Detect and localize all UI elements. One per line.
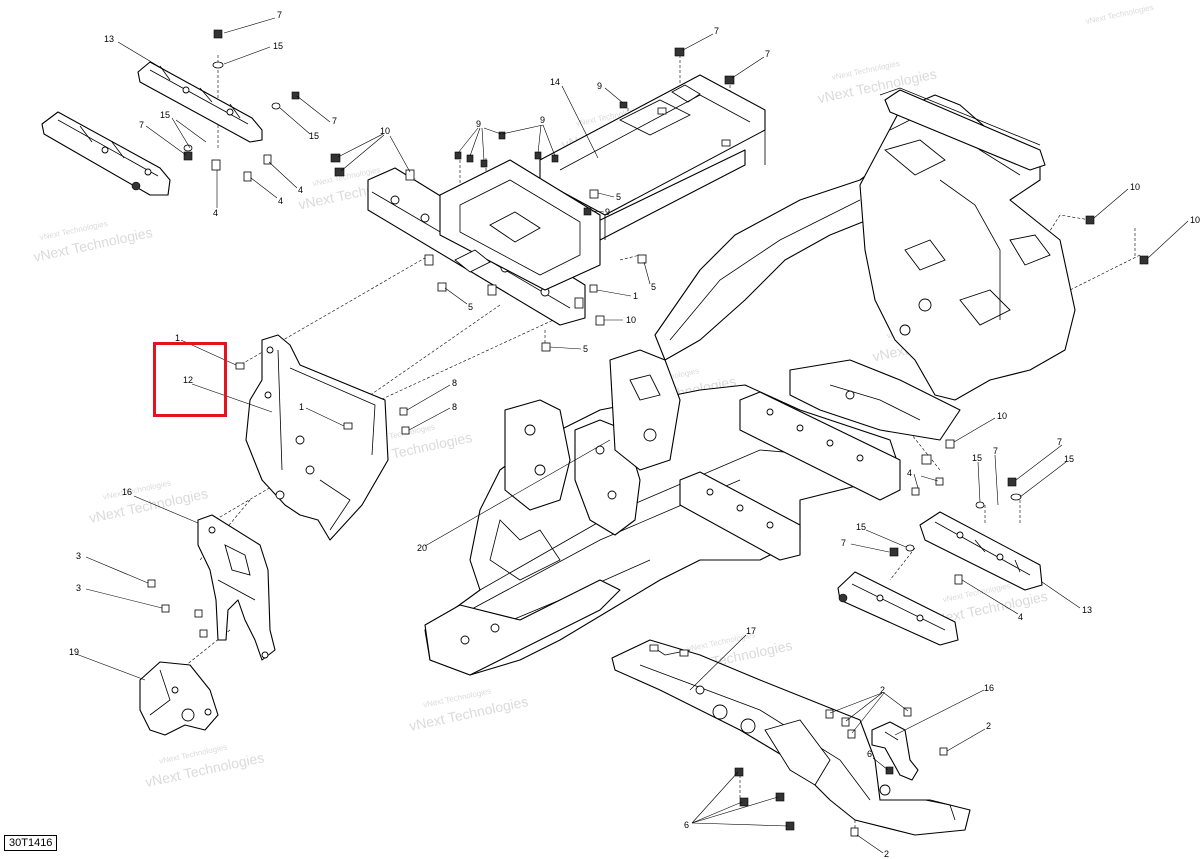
callout-7: 7 (277, 10, 282, 20)
callout-16: 16 (122, 487, 132, 497)
callout-labels: 7 15 13 7 15 15 7 4 4 4 14 7 7 9 9 9 10 … (69, 10, 1200, 859)
callout-7: 7 (714, 26, 719, 36)
callout-5: 5 (616, 192, 621, 202)
part-14-upper-frame (539, 74, 766, 241)
callout-10: 10 (997, 411, 1007, 421)
callout-4: 4 (907, 468, 912, 478)
callout-7: 7 (993, 446, 998, 456)
callout-7: 7 (332, 116, 337, 126)
part-19-bracket (139, 661, 219, 736)
callout-17: 15 (309, 131, 319, 141)
callout-9: 9 (476, 119, 481, 129)
callout-17: 15 (273, 41, 283, 51)
callout-12: 12 (183, 375, 193, 385)
callout-7: 7 (1057, 437, 1062, 447)
callout-10: 10 (1190, 215, 1200, 225)
callout-2: 2 (884, 849, 889, 859)
leader-lines (75, 17, 1189, 854)
part-16-bracket (147, 514, 276, 661)
callout-9: 9 (605, 207, 610, 217)
part-13-upper-arm (137, 61, 263, 143)
part-15-bracket (871, 721, 919, 781)
callout-9: 9 (540, 115, 545, 125)
callout-5: 5 (468, 302, 473, 312)
callout-14: 14 (550, 77, 560, 87)
callout-3: 3 (76, 583, 81, 593)
callout-4: 4 (213, 208, 218, 218)
callout-20: 20 (417, 543, 427, 553)
callout-17: 15 (856, 522, 866, 532)
callout-2: 2 (986, 721, 991, 731)
callout-13: 13 (1082, 605, 1092, 615)
callout-10: 10 (626, 315, 636, 325)
callout-17: 15 (1064, 454, 1074, 464)
callout-18: 17 (746, 626, 756, 636)
callout-3: 3 (76, 551, 81, 561)
part-13-right-lower-arm (837, 571, 959, 646)
callout-8: 8 (452, 402, 457, 412)
front-cross-member (367, 159, 601, 326)
callout-7: 7 (139, 120, 144, 130)
callout-7: 7 (841, 538, 846, 548)
callout-1: 1 (299, 402, 304, 412)
part-12-bracket (235, 334, 410, 541)
part-18-lower-arm (611, 639, 971, 836)
callout-17: 15 (160, 110, 170, 120)
callout-8: 8 (452, 378, 457, 388)
callout-10: 10 (380, 126, 390, 136)
callout-13: 13 (104, 34, 114, 44)
watermark: vNext Technologies (1085, 3, 1155, 26)
callout-5: 5 (583, 344, 588, 354)
callout-15: 16 (984, 683, 994, 693)
diagram-id-label: 30T1416 (4, 835, 58, 851)
part-20-main-frame (424, 87, 1076, 676)
callout-5: 5 (651, 282, 656, 292)
callout-19: 19 (69, 647, 79, 657)
callout-17: 15 (972, 453, 982, 463)
callout-9: 9 (597, 81, 602, 91)
part-13-lower-arm (41, 111, 171, 196)
callout-7: 7 (765, 49, 770, 59)
callout-4: 4 (1018, 612, 1023, 622)
callout-4: 4 (278, 196, 283, 206)
callout-6: 6 (684, 820, 689, 830)
callout-2: 2 (880, 685, 885, 695)
callout-4: 4 (298, 185, 303, 195)
callout-1: 1 (633, 291, 638, 301)
callout-10: 10 (1130, 182, 1140, 192)
part-13-right-upper-arm (919, 511, 1043, 591)
callout-6: 6 (867, 749, 872, 759)
highlight-box-part-12 (153, 342, 227, 417)
callout-1: 1 (175, 333, 180, 343)
